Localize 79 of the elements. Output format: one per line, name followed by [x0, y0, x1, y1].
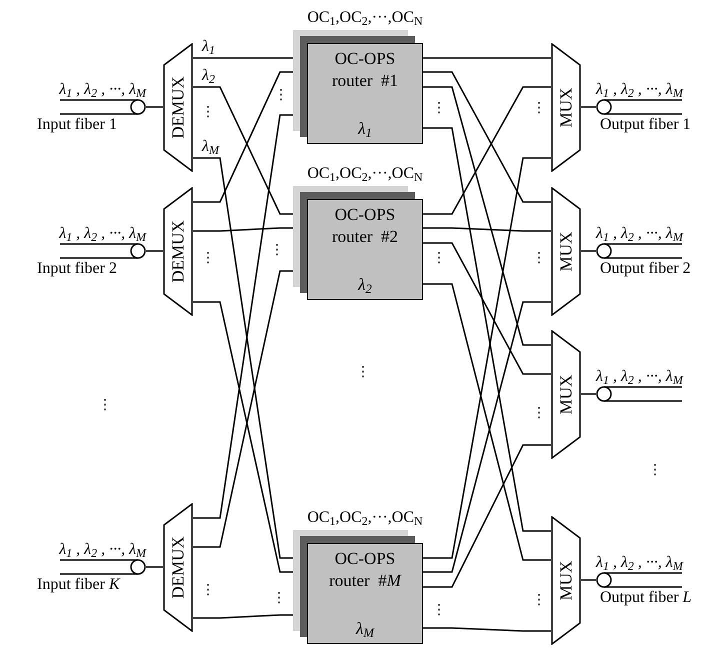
- router-name: OC-OPS router #2: [330, 204, 400, 248]
- device-label: MUX: [558, 232, 574, 272]
- wavelength-list: λ$_{1}$ , λ$_{2}$ , ···, λ$_{M}$: [596, 554, 712, 572]
- edge-label: λ$_{2}$: [201, 67, 216, 85]
- multiplexer: [551, 43, 581, 172]
- wavelength-label: λ$_{1}$: [358, 119, 372, 139]
- wavelength-label: λ$_{M}$: [356, 619, 374, 639]
- connector-line: [581, 106, 596, 108]
- edge-label: λ$_{M}$: [201, 138, 220, 156]
- connector-line: [423, 71, 551, 203]
- vertical-ellipsis: ⋮: [532, 250, 546, 266]
- vertical-ellipsis: ⋮: [274, 87, 288, 103]
- vertical-ellipsis: ⋮: [532, 592, 546, 608]
- device-label: MUX: [558, 88, 574, 128]
- device-label: MUX: [558, 560, 574, 600]
- connector-line: [193, 86, 293, 215]
- wavelength-list: λ$_{1}$ , λ$_{2}$ , ···, λ$_{M}$: [59, 541, 146, 559]
- connector-line: [581, 579, 596, 581]
- vertical-ellipsis: ⋮: [432, 602, 446, 618]
- fiber-label: Input fiber K: [36, 575, 122, 595]
- fiber-label: Input fiber 2: [36, 259, 118, 279]
- vertical-ellipsis: ⋮: [201, 250, 215, 266]
- connector-line: [193, 227, 293, 232]
- connector-line: [423, 444, 551, 588]
- fiber-label: Output fiber 2: [599, 259, 692, 279]
- connector-line: [193, 71, 293, 203]
- edge-label: λ$_{1}$: [201, 38, 216, 56]
- channel-list: OC$_{1}$,OC$_{2}$,···,OC$_{N}$: [303, 506, 427, 530]
- vertical-ellipsis: ⋮: [98, 397, 112, 413]
- vertical-ellipsis: ⋮: [432, 250, 446, 266]
- vertical-ellipsis: ⋮: [532, 100, 546, 116]
- connector-line: [423, 57, 551, 59]
- device-label: DEMUX: [170, 536, 186, 599]
- multiplexer: [551, 187, 581, 316]
- connector-line: [581, 250, 596, 252]
- channel-list: OC$_{1}$,OC$_{2}$,···,OC$_{N}$: [303, 6, 427, 30]
- channel-list: OC$_{1}$,OC$_{2}$,···,OC$_{N}$: [303, 162, 427, 186]
- vertical-ellipsis: ⋮: [272, 590, 286, 606]
- connector-line: [193, 157, 293, 559]
- connector-line: [193, 614, 293, 619]
- demultiplexer: [163, 43, 193, 172]
- connector-line: [193, 301, 293, 573]
- connector-line: [581, 393, 596, 395]
- connector-line: [193, 114, 293, 519]
- fiber-label: Output fiber L: [599, 588, 693, 608]
- connector-line: [423, 86, 551, 215]
- wavelength-list: λ$_{1}$ , λ$_{2}$ , ···, λ$_{M}$: [596, 368, 712, 386]
- demultiplexer: [163, 187, 193, 316]
- connector-line: [193, 57, 293, 59]
- vertical-ellipsis: ⋮: [648, 462, 662, 478]
- vertical-ellipsis: ⋮: [270, 242, 284, 258]
- multiplexer: [551, 330, 581, 459]
- device-label: DEMUX: [170, 76, 186, 139]
- connector-line: [423, 227, 551, 232]
- vertical-ellipsis: ⋮: [532, 405, 546, 421]
- connector-line: [193, 270, 293, 548]
- device-label: DEMUX: [170, 220, 186, 283]
- fiber-label: Input fiber 1: [36, 115, 118, 135]
- multiplexer: [551, 516, 581, 645]
- connector-line: [146, 566, 163, 568]
- wavelength-label: λ$_{2}$: [358, 275, 372, 295]
- demultiplexer: [163, 503, 193, 632]
- vertical-ellipsis: ⋮: [201, 582, 215, 598]
- device-label: MUX: [558, 374, 574, 414]
- wavelength-list: λ$_{1}$ , λ$_{2}$ , ···, λ$_{M}$: [59, 81, 146, 99]
- connector-line: [423, 86, 551, 346]
- wavelength-list: λ$_{1}$ , λ$_{2}$ , ···, λ$_{M}$: [596, 81, 712, 99]
- fiber-label: Output fiber 1: [599, 115, 692, 135]
- router-name: OC-OPS router #1: [330, 48, 400, 92]
- connector-line: [423, 627, 551, 632]
- connector-line: [423, 242, 551, 375]
- connector-line: [146, 106, 163, 108]
- vertical-ellipsis: ⋮: [432, 100, 446, 116]
- wavelength-list: λ$_{1}$ , λ$_{2}$ , ···, λ$_{M}$: [59, 225, 146, 243]
- router-name: OC-OPS router #M: [328, 548, 402, 592]
- wavelength-list: λ$_{1}$ , λ$_{2}$ , ···, λ$_{M}$: [596, 225, 712, 243]
- vertical-ellipsis: ⋮: [356, 364, 370, 380]
- vertical-ellipsis: ⋮: [201, 104, 215, 120]
- connector-line: [146, 250, 163, 252]
